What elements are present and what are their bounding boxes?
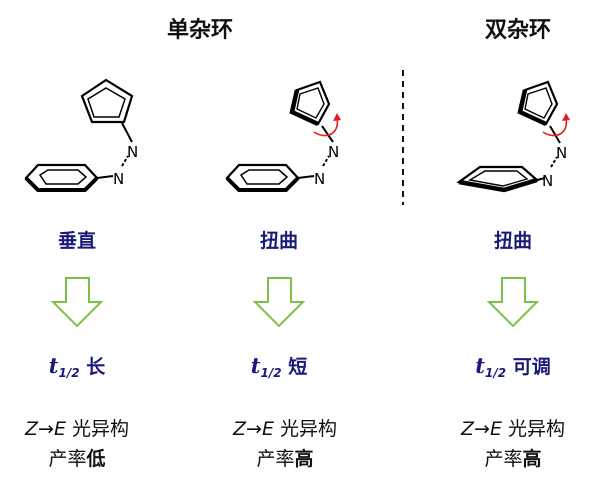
t-symbol: t [250, 353, 261, 378]
nitrogen-atom: N [314, 170, 325, 188]
rotation-arrow [313, 117, 339, 137]
nitrogen-atom: N [328, 143, 339, 161]
half-life-value: 长 [86, 356, 106, 378]
half-life-value: 短 [288, 356, 308, 378]
pentagon-ring-1 [80, 78, 134, 124]
t-symbol: t [48, 353, 59, 378]
yield-block: Z→E 光异构 产率高 [413, 414, 600, 474]
nitrogen-atom: N [127, 143, 138, 161]
header-single-heterocycle: 单杂环 [166, 18, 233, 43]
yield-line: 产率高 [484, 448, 542, 470]
half-life-row: t1/2 长 [0, 352, 177, 380]
yield-value: 低 [86, 448, 106, 470]
structure-perpendicular: N N [24, 78, 138, 192]
t-symbol: t [475, 353, 485, 378]
conformation-label: 垂直 [57, 230, 96, 252]
nitrogen-atom: N [113, 170, 124, 188]
subscript: 1/2 [260, 366, 282, 380]
photoisomerization-line: Z→E 光异构 [24, 418, 130, 440]
half-life-value: 可调 [512, 356, 551, 378]
pentagon-ring-3-top [517, 80, 559, 127]
half-life-row: t1/2 短 [179, 352, 379, 380]
subscript: 1/2 [58, 366, 80, 380]
rotation-arrow [542, 117, 568, 137]
benzene-ring-1 [24, 163, 99, 192]
conformation-label: 扭曲 [493, 230, 532, 252]
structure-twisted-single: N N [225, 80, 341, 192]
yield-block: Z→E 光异构 产率低 [0, 414, 177, 474]
structure-twisted-double: N N [456, 80, 570, 193]
nitrogen-atom: N [542, 172, 553, 190]
down-arrow [252, 277, 306, 328]
header-double-heterocycle: 双杂环 [484, 18, 551, 43]
photoisomerization-line: Z→E 光异构 [460, 418, 566, 440]
pentagon-ring-3-bottom [456, 165, 540, 193]
benzene-ring-2 [225, 163, 300, 192]
yield-value: 高 [294, 448, 314, 470]
yield-block: Z→E 光异构 产率高 [185, 414, 385, 474]
nitrogen-atom: N [556, 144, 567, 162]
yield-line: 产率低 [48, 448, 106, 470]
down-arrow [486, 277, 540, 328]
yield-line: 产率高 [256, 448, 314, 470]
subscript: 1/2 [484, 366, 507, 380]
half-life-row: t1/2 可调 [413, 352, 600, 380]
down-arrow [50, 277, 104, 328]
conformation-label: 扭曲 [259, 230, 298, 252]
yield-value: 高 [522, 448, 542, 470]
photoisomerization-line: Z→E 光异构 [232, 418, 338, 440]
pentagon-ring-2 [289, 80, 331, 127]
